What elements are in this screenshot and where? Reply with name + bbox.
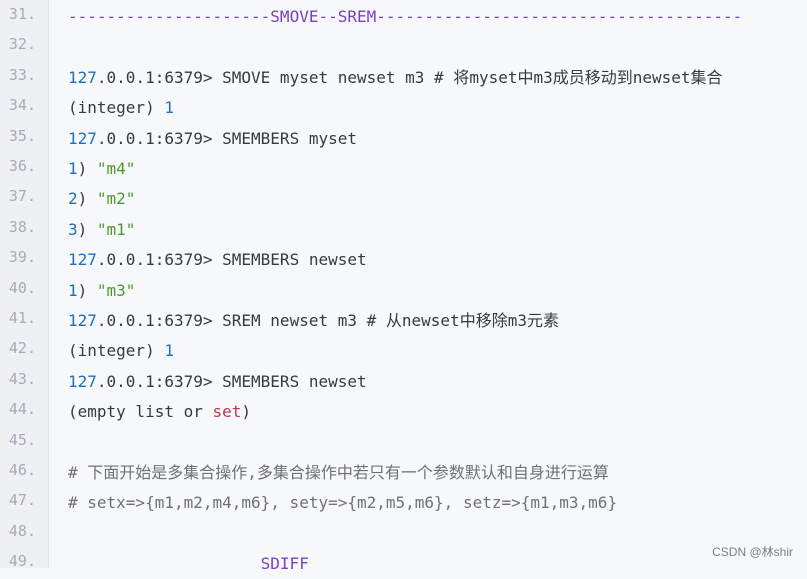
line-number: 37.: [8, 187, 36, 206]
code-token: 2: [68, 189, 78, 209]
line-number: 40.: [8, 278, 36, 297]
line-number: 32.: [8, 35, 36, 54]
code-line: 40. 1) "m3": [0, 276, 807, 306]
code-line: 33. 127.0.0.1:6379> SMOVE myset newset m3…: [0, 63, 807, 93]
code-token: 127: [68, 67, 97, 87]
code-token: 127: [68, 250, 97, 270]
line-content: (empty list or set): [68, 402, 251, 422]
code-token: ): [241, 402, 252, 422]
line-number: 41.: [8, 309, 36, 327]
code-token: (integer): [68, 341, 165, 361]
code-token: # 下面开始是多集合操作,多集合操作中若只有一个参数默认和自身进行运算: [68, 463, 609, 482]
code-line: 43. 127.0.0.1:6379> SMEMBERS newset: [0, 367, 807, 397]
code-token: (integer): [68, 98, 165, 118]
code-line: 31. ---------------------SMOVE--SREM-----…: [0, 2, 807, 32]
code-line: 41. 127.0.0.1:6379> SREM newset m3 # 从new…: [0, 306, 807, 336]
line-content: 127.0.0.1:6379> SMEMBERS newset: [68, 250, 367, 270]
code-token: ---------------------: [68, 7, 271, 26]
line-number: 33.: [8, 65, 36, 84]
line-number: 47.: [8, 491, 36, 510]
code-token: "m4": [96, 159, 136, 178]
code-line: 38. 3) "m1": [0, 215, 807, 245]
code-line: 48.: [0, 519, 807, 549]
line-content: 127.0.0.1:6379> SMEMBERS newset: [68, 372, 367, 392]
code-token: "m2": [96, 189, 136, 209]
code-line: 35. 127.0.0.1:6379> SMEMBERS myset: [0, 124, 807, 154]
code-token: 127: [68, 311, 97, 330]
code-line: 46. # 下面开始是多集合操作,多集合操作中若只有一个参数默认和自身进行运算: [0, 458, 807, 488]
line-number: 35.: [8, 126, 36, 145]
code-token: SDIFF: [260, 554, 309, 574]
code-token: # setx=>{m1,m2,m4,m6}, sety=>{m2,m5,m6},…: [68, 493, 618, 513]
code-token: ): [77, 280, 97, 300]
line-content: SDIFF: [68, 554, 309, 574]
code-token: 1: [164, 98, 174, 118]
line-number: 45.: [8, 430, 36, 449]
code-line: 45.: [0, 428, 807, 458]
line-content: 1) "m3": [68, 281, 135, 301]
code-line: 37. 2) "m2": [0, 184, 807, 214]
code-token: 3: [68, 219, 78, 239]
code-line: 42. (integer) 1: [0, 336, 807, 366]
code-line: 34. (integer) 1: [0, 93, 807, 123]
line-number: 31.: [8, 5, 36, 23]
code-token: 1: [68, 280, 78, 300]
csdn-watermark: CSDN @林shir: [712, 545, 793, 559]
code-token: 127: [68, 371, 97, 391]
line-content: 2) "m2": [68, 189, 135, 209]
line-content: 127.0.0.1:6379> SREM newset m3 # 从newset…: [68, 311, 559, 331]
line-number: 44.: [8, 400, 36, 419]
code-line: 49. SDIFF: [0, 549, 807, 579]
code-token: "m1": [96, 219, 136, 239]
code-token: .0.0.1:6379> SMEMBERS newset: [96, 250, 367, 270]
code-token: 127: [68, 128, 97, 148]
code-token: ): [77, 189, 97, 209]
code-line: 44. (empty list or set): [0, 397, 807, 427]
code-token: SMOVE--SREM: [270, 7, 377, 26]
line-content: (integer) 1: [68, 341, 174, 361]
line-content: 3) "m1": [68, 220, 135, 240]
line-content: # setx=>{m1,m2,m4,m6}, sety=>{m2,m5,m6},…: [68, 493, 617, 513]
line-number: 42.: [8, 339, 36, 358]
line-number: 43.: [8, 369, 36, 388]
line-number: 34.: [8, 96, 36, 115]
line-number: 49.: [8, 552, 36, 571]
code-token: "m3": [96, 280, 136, 300]
line-content: ---------------------SMOVE--SREM--------…: [68, 7, 742, 27]
code-token: (empty list or: [68, 402, 213, 422]
code-token: 1: [164, 341, 174, 361]
line-number: 38.: [8, 217, 36, 236]
code-token: set: [212, 402, 242, 422]
line-content: 127.0.0.1:6379> SMOVE myset newset m3 # …: [68, 68, 723, 88]
code-line: 32.: [0, 32, 807, 62]
code-line: 39. 127.0.0.1:6379> SMEMBERS newset: [0, 245, 807, 275]
line-number: 46.: [8, 461, 36, 479]
line-content: 1) "m4": [68, 159, 135, 179]
code-token: .0.0.1:6379> SMEMBERS myset: [96, 128, 357, 148]
code-line: 47. # setx=>{m1,m2,m4,m6}, sety=>{m2,m5,m…: [0, 488, 807, 518]
line-number-gutter: [0, 0, 49, 568]
line-content: (integer) 1: [68, 98, 174, 118]
line-content: 127.0.0.1:6379> SMEMBERS myset: [68, 129, 357, 149]
line-number: 48.: [8, 521, 36, 540]
line-number: 39.: [8, 248, 36, 267]
code-token: .0.0.1:6379> SMEMBERS newset: [96, 371, 367, 391]
line-content: # 下面开始是多集合操作,多集合操作中若只有一个参数默认和自身进行运算: [68, 463, 609, 483]
code-token: ): [77, 159, 97, 178]
code-token: --------------------------------------: [376, 7, 743, 26]
code-token: .0.0.1:6379> SMOVE myset newset m3 # 将my…: [96, 67, 723, 87]
code-token: .0.0.1:6379> SREM newset m3 # 从newset中移除…: [96, 311, 559, 330]
code-token: [68, 554, 261, 573]
line-number: 36.: [8, 157, 36, 175]
code-token: 1: [68, 159, 78, 178]
code-token: ): [77, 219, 97, 239]
code-line: 36. 1) "m4": [0, 154, 807, 184]
